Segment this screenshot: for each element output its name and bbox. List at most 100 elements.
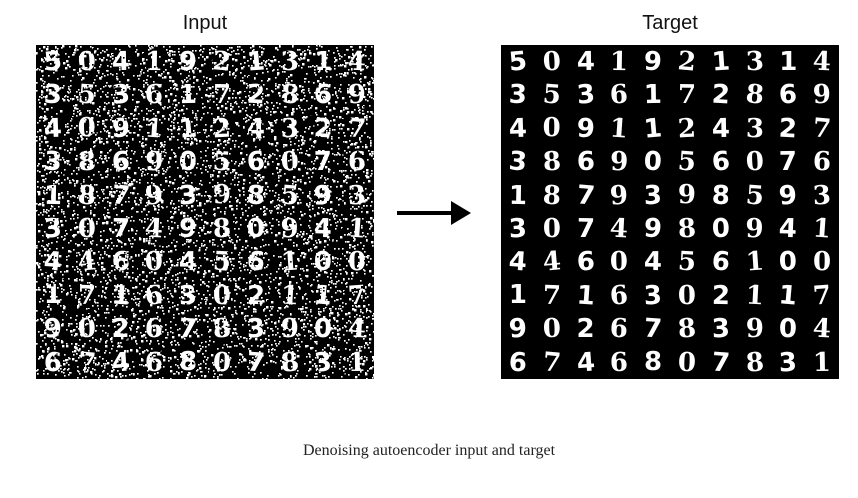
noisy-digit: 9 [280, 213, 299, 244]
clean-digit: 0 [744, 146, 765, 178]
clean-digit: 2 [677, 113, 697, 144]
clean-digit: 7 [710, 346, 731, 378]
clean-digit: 4 [575, 346, 596, 378]
clean-digit: 4 [541, 246, 563, 278]
clean-digit: 9 [777, 179, 799, 212]
figure-caption: Denoising autoencoder input and target [302, 442, 556, 459]
clean-digit: 1 [609, 112, 630, 145]
clean-digit: 1 [744, 280, 765, 311]
clean-digit: 6 [575, 246, 596, 278]
clean-digit: 1 [609, 46, 629, 77]
clean-digit: 6 [575, 146, 596, 178]
clean-digit: 1 [777, 279, 799, 312]
clean-digit: 2 [676, 45, 698, 78]
clean-digit: 8 [711, 179, 731, 211]
clean-digit: 4 [609, 213, 630, 245]
clean-digit: 5 [676, 146, 697, 178]
clean-digit: 0 [542, 113, 561, 144]
clean-digit: 2 [576, 313, 595, 344]
clean-digit: 1 [812, 347, 832, 378]
clean-digit: 8 [676, 213, 697, 245]
clean-digit: 6 [609, 79, 630, 111]
clean-digit: 1 [642, 112, 664, 145]
noisy-digit: 8 [179, 347, 198, 378]
clean-digit: 1 [508, 280, 527, 311]
clean-digit: 9 [745, 313, 764, 345]
clean-digit: 1 [812, 213, 833, 245]
clean-digit: 0 [542, 313, 562, 345]
clean-digit: 9 [575, 113, 596, 144]
clean-digit: 0 [813, 247, 832, 278]
clean-digit: 1 [575, 279, 596, 312]
clean-digit: 5 [541, 79, 562, 111]
salt-and-pepper-noise [36, 45, 374, 379]
clean-digit: 7 [812, 279, 833, 312]
clean-digit: 4 [711, 113, 730, 144]
clean-digit: 1 [643, 79, 663, 111]
clean-digit: 2 [710, 79, 731, 111]
clean-digit: 6 [608, 279, 630, 312]
clean-digit: 4 [643, 246, 663, 278]
clean-digit: 0 [778, 246, 798, 278]
input-image-noisy-digits: 5041921314353617286940911243273869056076… [36, 45, 374, 379]
clean-digit: 8 [744, 79, 765, 111]
arrow-head [451, 201, 471, 225]
clean-digit: 3 [778, 346, 799, 378]
clean-digit: 5 [677, 246, 697, 278]
noisy-digit: 9 [145, 146, 164, 177]
input-title: Input [182, 12, 228, 34]
clean-digit: 4 [812, 313, 832, 345]
clean-digit: 3 [575, 79, 596, 111]
clean-digit: 8 [676, 313, 698, 345]
clean-digit: 0 [711, 213, 731, 244]
clean-digit: 0 [542, 213, 561, 244]
clean-digit: 5 [507, 45, 529, 78]
clean-digit: 8 [541, 146, 562, 178]
clean-digit: 7 [778, 146, 798, 178]
clean-digit: 6 [812, 146, 832, 178]
clean-digit: 2 [778, 113, 799, 144]
clean-digit: 4 [507, 246, 528, 278]
clean-digit: 9 [507, 313, 528, 345]
clean-digit: 8 [744, 346, 765, 379]
arrow-icon [397, 201, 471, 225]
clean-digit: 4 [576, 46, 595, 77]
clean-digit: 9 [677, 180, 696, 211]
clean-digit: 8 [541, 179, 562, 211]
clean-digit: 6 [609, 313, 629, 345]
clean-digit: 3 [812, 179, 832, 211]
clean-digit: 3 [643, 280, 663, 311]
clean-digit: 7 [643, 313, 664, 345]
clean-digit: 2 [711, 280, 730, 311]
clean-digit: 5 [744, 179, 765, 211]
clean-digit: 4 [778, 213, 798, 244]
clean-digit: 6 [778, 79, 799, 111]
clean-digit: 9 [745, 213, 764, 244]
clean-digit: 7 [677, 79, 697, 111]
clean-digit: 7 [811, 112, 833, 145]
clean-digit: 4 [508, 113, 528, 144]
clean-digit: 7 [576, 213, 595, 244]
clean-digit: 0 [541, 46, 562, 78]
clean-digit: 9 [609, 179, 630, 211]
clean-digit: 3 [508, 213, 528, 245]
clean-digit: 0 [778, 313, 798, 345]
target-title: Target [642, 12, 698, 34]
clean-digit: 9 [643, 46, 663, 78]
clean-digit: 6 [710, 246, 732, 278]
clean-digit: 3 [710, 313, 731, 345]
clean-digit: 7 [575, 179, 596, 212]
clean-digit: 9 [812, 79, 832, 111]
clean-digit: 6 [710, 146, 732, 178]
clean-digit: 7 [542, 280, 562, 311]
clean-digit: 3 [745, 113, 764, 144]
clean-digit: 0 [677, 280, 697, 311]
clean-digit: 8 [644, 347, 663, 378]
clean-digit: 1 [710, 46, 731, 78]
clean-digit: 7 [541, 346, 563, 379]
clean-digit: 3 [508, 79, 528, 111]
clean-digit: 0 [609, 246, 629, 278]
clean-digit: 6 [508, 346, 528, 378]
